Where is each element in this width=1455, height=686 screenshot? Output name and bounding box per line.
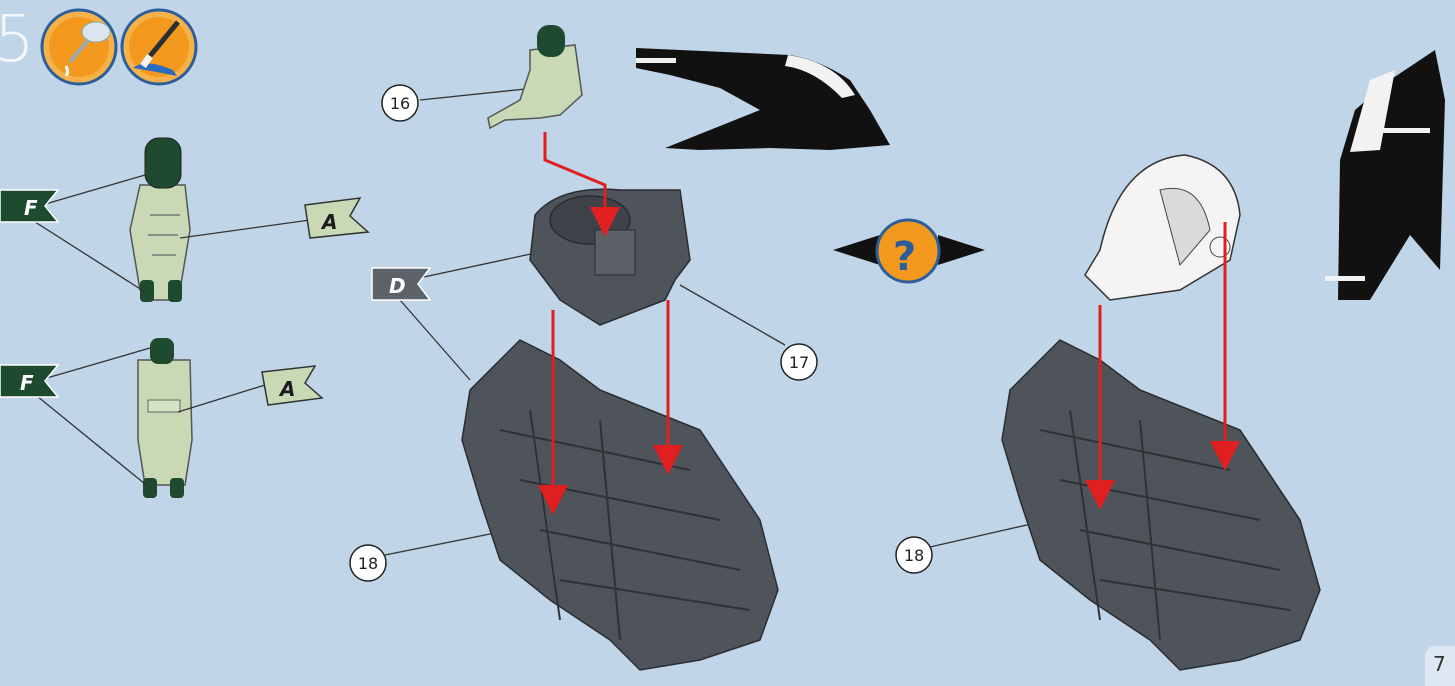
glue-icon xyxy=(42,10,116,84)
flag-F-label: F xyxy=(20,371,34,395)
seated-pilot-part-16 xyxy=(488,25,582,128)
callout-17: 17 xyxy=(781,344,817,380)
flag-F-bottom: F xyxy=(0,365,58,397)
flag-F-top: F xyxy=(0,190,58,222)
flag-A-top: A xyxy=(305,198,368,238)
flag-F-label: F xyxy=(24,196,38,220)
page-number-tab: 7 xyxy=(1425,646,1455,686)
callout-16: 16 xyxy=(382,85,418,121)
alternative-seat-part xyxy=(1085,155,1240,300)
question-mark-icon: ? xyxy=(893,234,916,280)
flag-D: D xyxy=(372,268,430,300)
callout-18-left-label: 18 xyxy=(358,554,378,573)
alternative-indicator: ? xyxy=(833,220,985,282)
flag-A-label: A xyxy=(320,210,337,234)
paint-brush-icon xyxy=(122,10,196,84)
ship-silhouette-top xyxy=(636,48,890,150)
cockpit-tub-part-18-left xyxy=(462,340,778,670)
flag-D-label: D xyxy=(389,274,406,298)
pilot-figure-back xyxy=(138,338,192,498)
flag-A-bottom: A xyxy=(262,366,322,405)
callout-18-right: 18 xyxy=(896,537,932,573)
cockpit-tub-part-18-right xyxy=(1002,340,1320,670)
ship-silhouette-right xyxy=(1325,50,1445,300)
cockpit-seat-part-17 xyxy=(530,189,690,325)
callout-18-right-label: 18 xyxy=(904,546,924,565)
page-number: 7 xyxy=(1433,652,1446,676)
callout-16-label: 16 xyxy=(390,94,410,113)
pilot-figure-front xyxy=(130,138,190,302)
callout-17-label: 17 xyxy=(789,353,809,372)
callout-18-left: 18 xyxy=(350,545,386,581)
flag-A-label: A xyxy=(278,377,295,401)
